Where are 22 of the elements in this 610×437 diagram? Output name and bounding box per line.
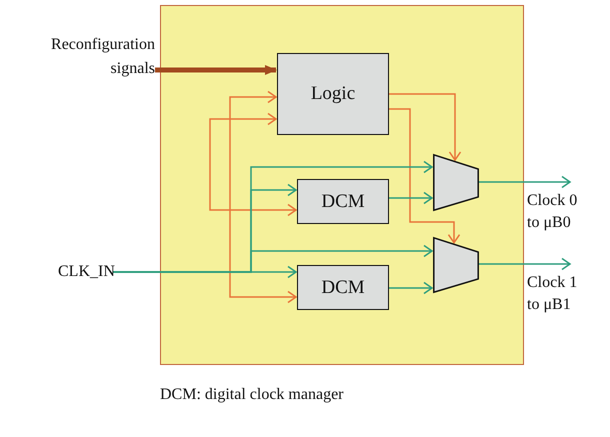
- arrow: [209, 112, 297, 216]
- arrow: [388, 282, 433, 294]
- arrow: [229, 90, 297, 304]
- signal-label: CLK_IN: [58, 263, 115, 281]
- arrow: [478, 258, 571, 270]
- arrow: [388, 108, 460, 244]
- arrow: [388, 192, 433, 204]
- arrow: [388, 93, 462, 161]
- chip-outline: [160, 5, 524, 365]
- box-label: DCM: [321, 190, 365, 212]
- box-label: DCM: [321, 276, 365, 298]
- arrow: [113, 266, 297, 278]
- arrow: [478, 176, 571, 188]
- logic-box: [277, 53, 389, 135]
- box-label: Logic: [310, 83, 356, 105]
- dcm-box: [297, 265, 389, 310]
- legend-note: DCM: digital clock manager: [160, 386, 344, 404]
- dcm-box: [297, 179, 389, 224]
- signal-label: Clock 0 to μB0: [527, 191, 578, 233]
- signal-label: Reconfiguration signals: [50, 35, 155, 79]
- arrow: [155, 65, 277, 75]
- signal-label: Clock 1 to μB1: [527, 273, 578, 315]
